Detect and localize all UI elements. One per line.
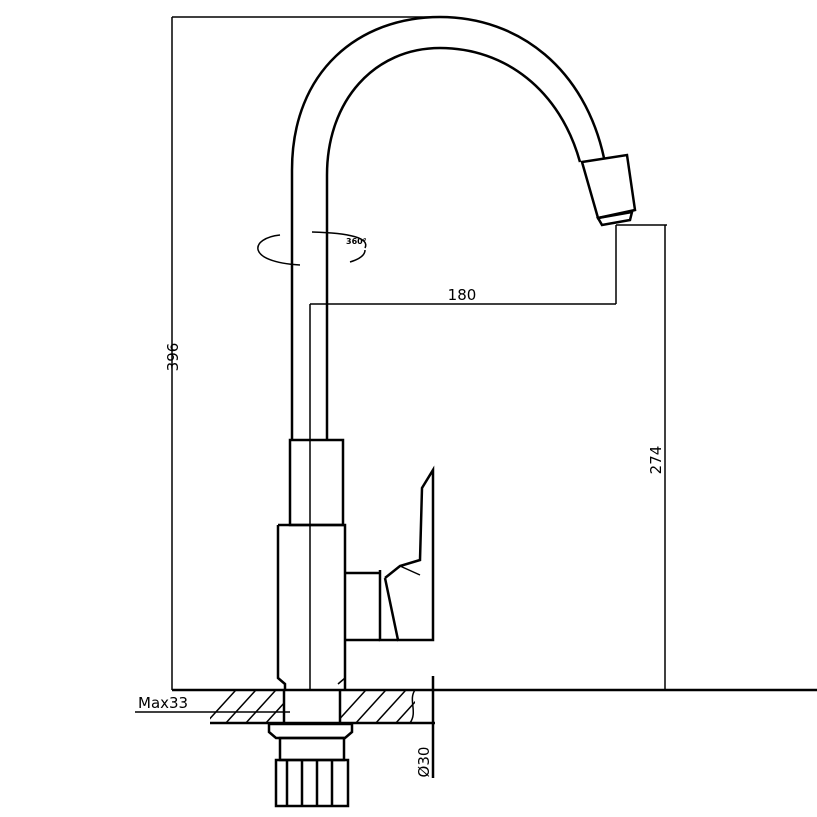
spout (290, 15, 637, 440)
label-180: 180 (448, 286, 477, 304)
countertop-section: Max33 (135, 688, 817, 725)
dimension-total-height: 396 (164, 16, 440, 690)
rotation-360-icon: 360° (257, 231, 367, 266)
label-396: 396 (164, 343, 182, 372)
mounting-nut (267, 722, 354, 808)
aerator (580, 153, 637, 220)
dimension-spout-height: 274 (616, 224, 667, 690)
label-max33: Max33 (138, 694, 188, 712)
aerator-tip (596, 210, 634, 227)
label-274: 274 (647, 446, 665, 475)
dimension-spout-reach: 180 (309, 225, 617, 690)
faucet-body (276, 438, 380, 690)
label-360: 360° (346, 237, 367, 246)
dimension-hole-diameter: Ø30 (415, 676, 435, 778)
label-diameter-30: Ø30 (415, 747, 433, 778)
lever-handle (378, 465, 435, 642)
